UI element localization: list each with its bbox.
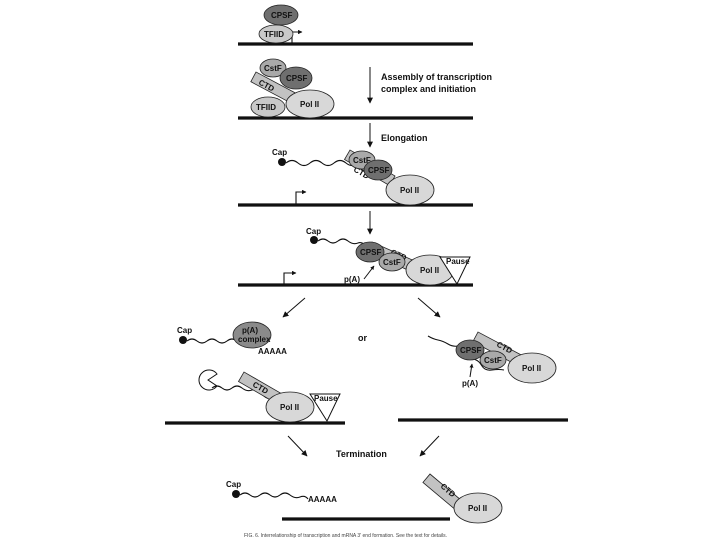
figure-caption: FIG. 6. Interrelationship of transcripti… [244,533,447,539]
pol-ii-enzyme: Pol II [507,352,557,384]
cstf-factor: CstF [259,58,287,78]
promoter-start-arrow [291,29,303,43]
step-assembly: Assembly of transcription complex and in… [367,67,492,104]
mature-mrna [239,492,309,500]
pause-label: Pause [314,394,338,403]
cpsf-factor: CPSF [455,339,485,361]
cpsf-label: CPSF [368,166,389,175]
cpsf-label: CPSF [271,11,292,20]
pause-site: Pause [309,393,341,423]
cstf-factor: CstF [378,252,406,272]
cap-label: Cap [177,326,192,335]
pol-ii-label: Pol II [400,186,419,195]
cstf-label: CstF [484,356,502,365]
tfiid-label: TFIID [256,103,276,112]
cap-structure: Cap [177,326,192,344]
cpsf-factor: CPSF [263,4,299,26]
cstf-label: CstF [383,258,401,267]
panel-elongation: Cap CTD CstF CPSF Pol II [238,148,473,207]
cpsf-factor: CPSF [279,66,313,90]
cpsf-label: CPSF [360,248,381,257]
pol-ii-label: Pol II [522,364,541,373]
tfiid-factor: TFIID [250,96,286,118]
pol-ii-label: Pol II [420,266,439,275]
pa-site-arrow [469,363,474,378]
pol-ii-enzyme: Pol II [285,89,335,119]
step-label-termination: Termination [336,449,387,459]
exonuclease-pacman [198,369,218,391]
cap-structure: Cap [272,148,287,166]
pol-ii-label: Pol II [468,504,487,513]
cap-structure: Cap [226,480,241,498]
tfiid-label: TFIID [264,30,284,39]
poly-a-tail: AAAAA [308,495,337,504]
cstf-factor: CstF [479,350,507,370]
pa-complex: p(A) complex [232,321,272,349]
pa-site-label: p(A) [462,379,478,388]
promoter-start-arrow [283,270,297,284]
panel-pa-recognition: Cap CTD CPSF CstF Pol II Pause p(A) [238,227,473,287]
branch-arrow-left [282,297,306,318]
pa-site-arrow [363,265,375,280]
pol-ii-enzyme: Pol II [265,391,315,423]
step-label-assembly-line2: complex and initiation [381,84,476,94]
branch-arrow-right [417,297,441,318]
cstf-label: CstF [353,156,371,165]
panel-right-alternative: CTD CPSF CstF Pol II p(A) [398,331,568,422]
pa-complex-label-line2: complex [238,335,271,344]
converge-arrow-right [419,435,440,457]
pa-site-marker: p(A) [462,363,478,388]
tfiid-factor: TFIID [258,24,294,44]
cap-label: Cap [306,227,321,236]
step-label-elongation: Elongation [381,133,428,143]
promoter-start-arrow [295,189,307,204]
poly-a-tail: AAAAA [258,347,287,356]
pol-ii-label: Pol II [300,100,319,109]
step-elongation: Elongation [367,123,428,148]
panel-termination: Cap AAAAA CTD Pol II [226,473,503,524]
converge-arrow-left [287,435,308,457]
or-label: or [358,333,367,343]
panel-left-cleaved-mrna: Cap p(A) complex AAAAA [177,321,287,356]
cpsf-factor: CPSF [363,159,393,181]
pause-site: Pause [439,256,471,286]
cpsf-label: CPSF [460,346,481,355]
panel-left-polymerase-pause: CTD Pol II Pause [165,369,345,425]
step-label-assembly-line1: Assembly of transcription [381,72,492,82]
cstf-label: CstF [264,64,282,73]
cap-label: Cap [226,480,241,489]
pa-complex-label-line1: p(A) [242,326,258,335]
cap-structure: Cap [306,227,321,244]
pa-site-label: p(A) [344,275,360,284]
pause-label: Pause [446,257,470,266]
pol-ii-label: Pol II [280,403,299,412]
pol-ii-enzyme: Pol II [385,174,435,206]
pa-site-marker: p(A) [344,265,375,284]
cpsf-label: CPSF [286,74,307,83]
panel-promoter-binding: CPSF TFIID [238,4,473,46]
pol-ii-enzyme: Pol II [453,492,503,524]
cpsf-factor: CPSF [355,241,385,263]
cap-label: Cap [272,148,287,157]
